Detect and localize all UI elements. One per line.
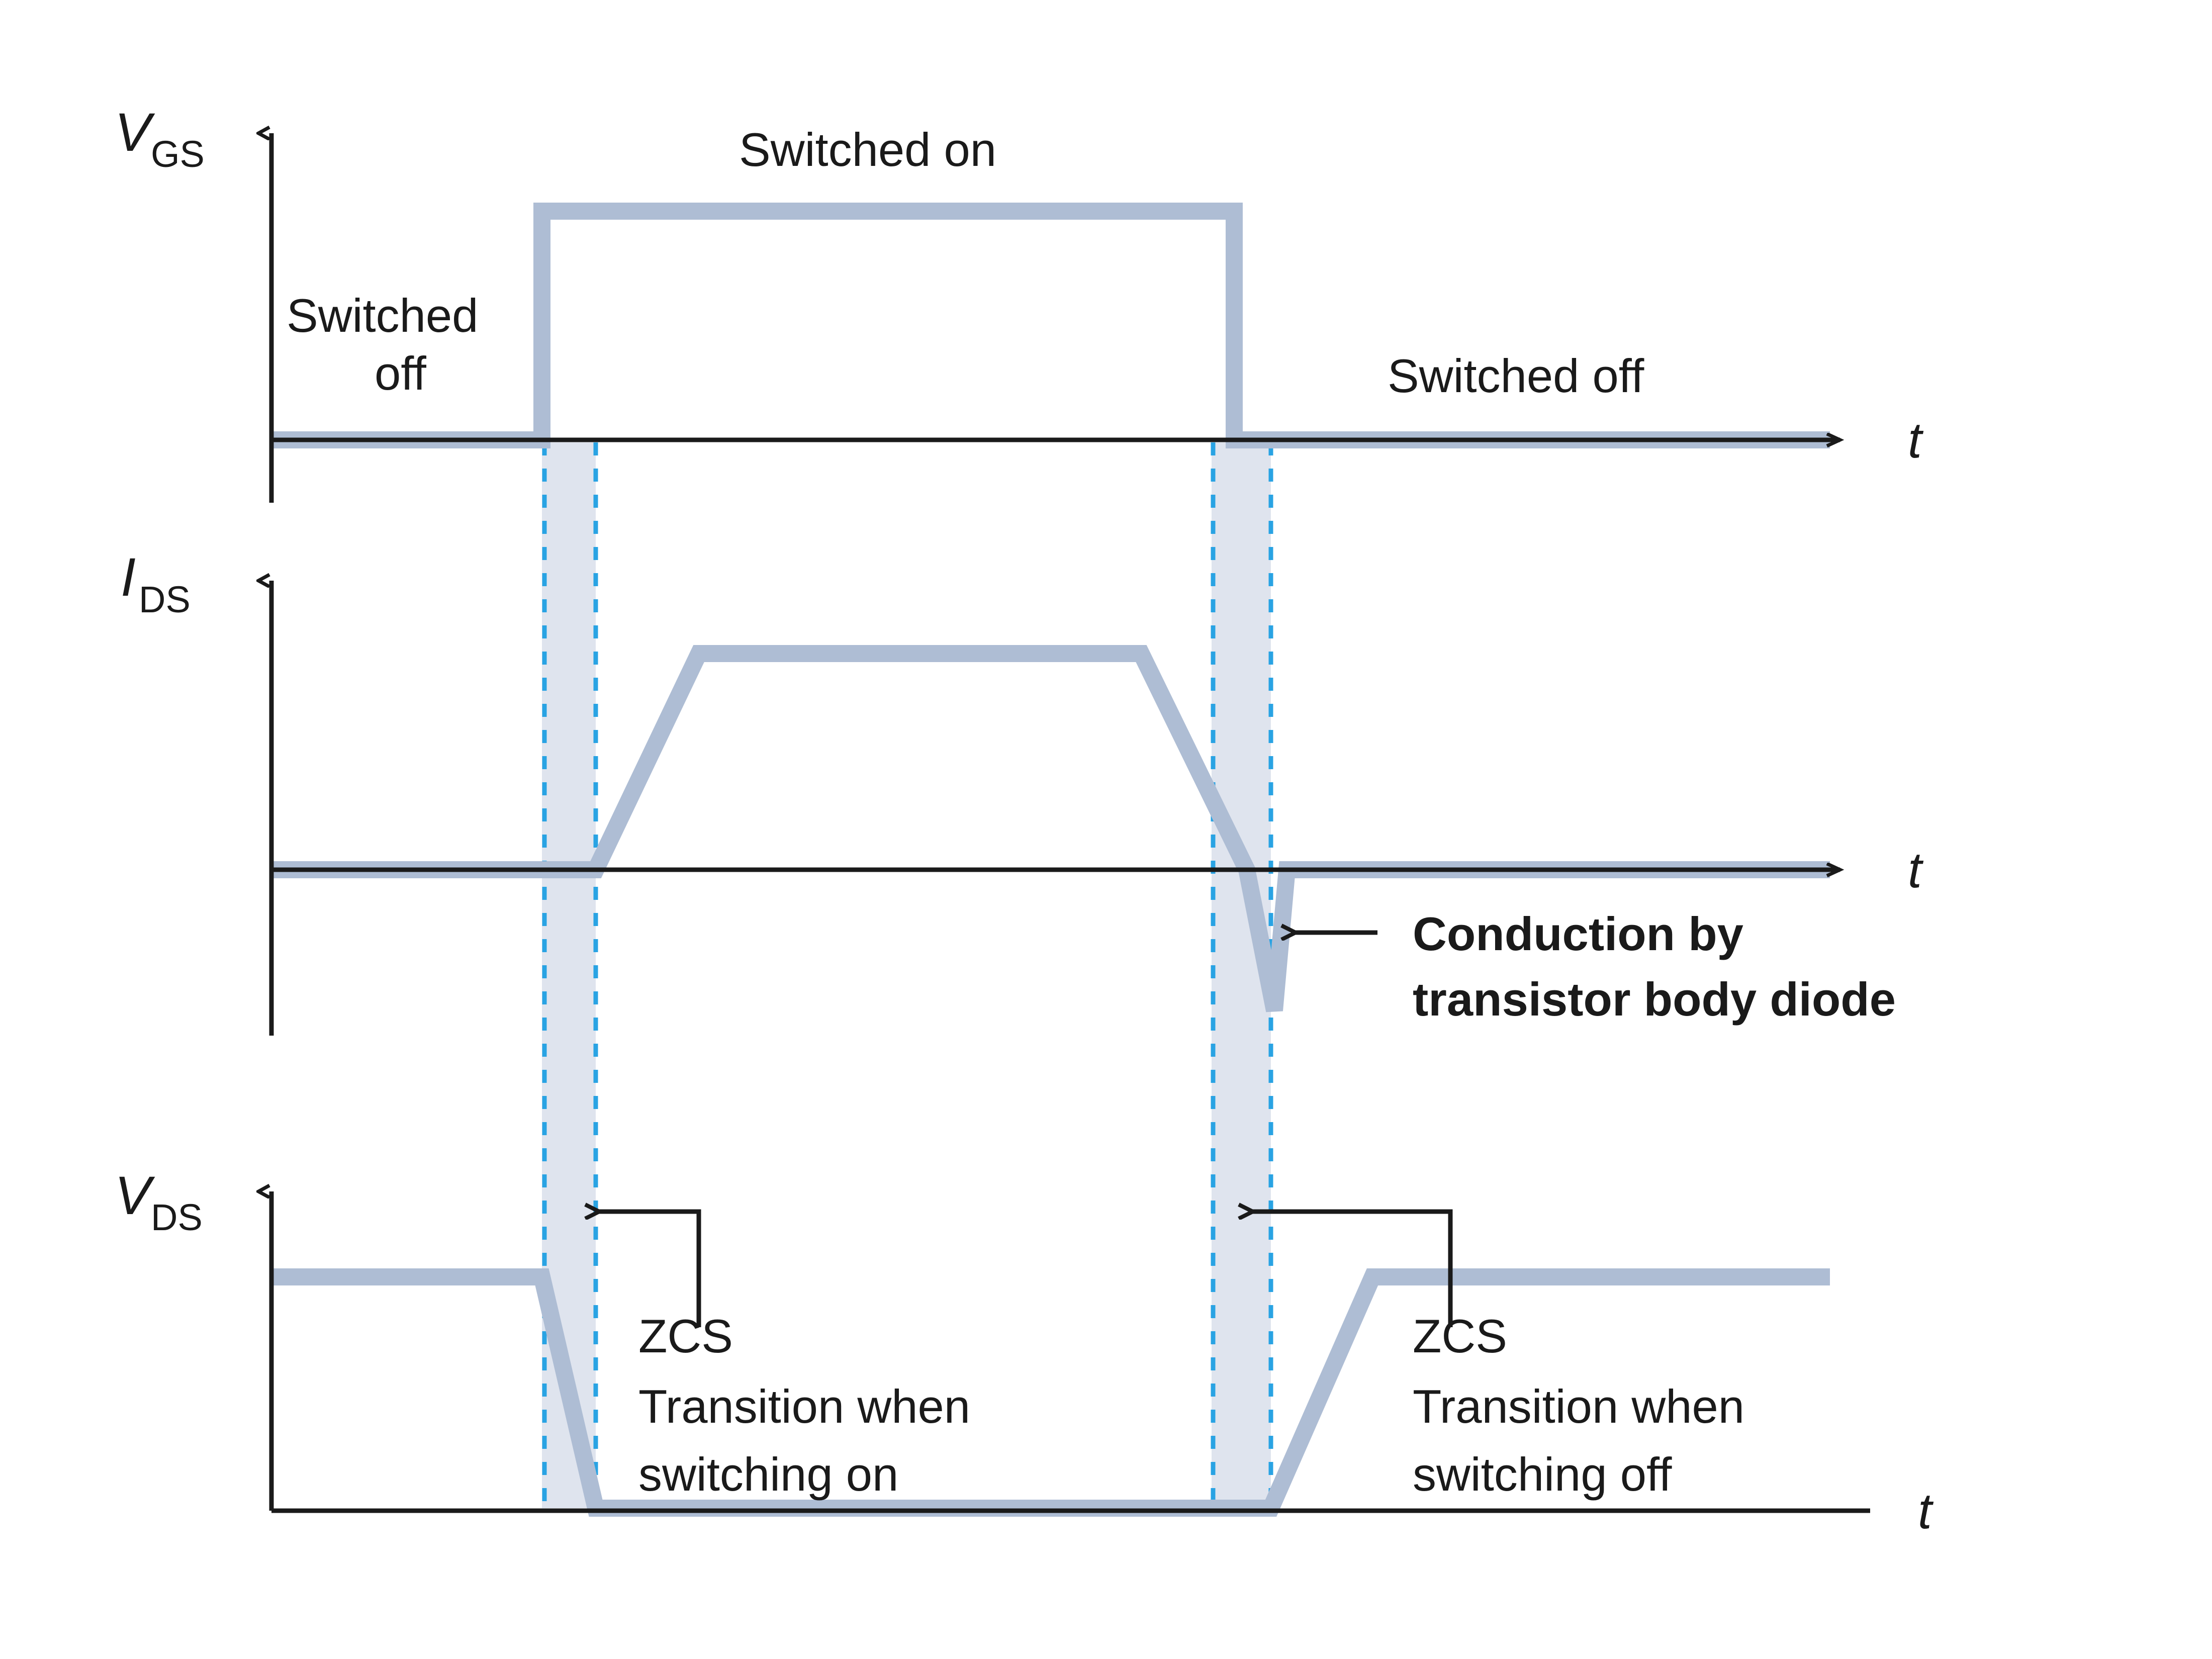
axis-label-vds: V: [115, 1165, 155, 1226]
panel-vgs: V GS t Switched off Switched on Switched…: [115, 102, 1924, 503]
axis-label-vgs-subscript: GS: [151, 133, 205, 175]
label-switched-on: Switched on: [739, 123, 996, 176]
zcs-on-callout-arrow: [598, 1212, 701, 1327]
panel-ids: I DS t Conduction by transistor body dio…: [121, 546, 1924, 1036]
label-body-diode-line1: Conduction by: [1413, 907, 1743, 960]
axis-label-ids-subscript: DS: [139, 579, 191, 620]
label-switched-off-left-line1: Switched: [287, 289, 478, 342]
zcs-on-callout: ZCS Transition when switching on: [598, 1212, 970, 1501]
axis-label-ids: I: [121, 546, 136, 607]
zcs-off-callout-arrow: [1252, 1212, 1453, 1327]
label-zcs-off-line2: Transition when: [1413, 1380, 1744, 1433]
label-zcs-on-line1: ZCS: [638, 1310, 733, 1362]
label-body-diode-line2: transistor body diode: [1413, 973, 1896, 1026]
label-zcs-off-line3: switching off: [1413, 1448, 1672, 1501]
label-zcs-on-line3: switching on: [638, 1448, 898, 1501]
waveform-ids: [271, 645, 1830, 1012]
panel-vds: V DS t ZCS Transition when switching on …: [115, 1165, 1934, 1539]
x-axis-label-ids: t: [1908, 842, 1924, 898]
label-switched-off-right: Switched off: [1388, 349, 1644, 402]
label-zcs-off-line1: ZCS: [1413, 1310, 1507, 1362]
axis-label-vgs: V: [115, 102, 155, 162]
axis-label-vds-subscript: DS: [151, 1196, 203, 1238]
x-axis-label-vds: t: [1918, 1483, 1934, 1539]
zcs-off-callout: ZCS Transition when switching off: [1252, 1212, 1744, 1501]
x-axis-label-vgs: t: [1908, 412, 1924, 469]
label-zcs-on-line2: Transition when: [638, 1380, 970, 1433]
waveform-vgs: [271, 203, 1830, 448]
label-switched-off-left-line2: off: [375, 347, 427, 400]
